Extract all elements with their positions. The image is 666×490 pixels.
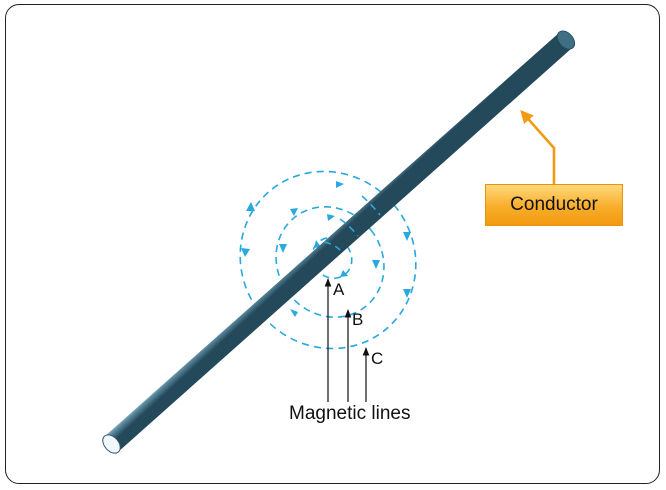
- field-circle-inner-front: [323, 241, 341, 251]
- field-arrow: [246, 202, 255, 211]
- field-circle-middle-front: [339, 218, 359, 237]
- field-arrow: [279, 244, 287, 253]
- field-arrow: [403, 232, 411, 241]
- conductor-callout: Conductor: [485, 184, 623, 226]
- label-a: A: [333, 280, 345, 299]
- leader-lines: [324, 278, 370, 402]
- field-arrow: [327, 214, 335, 221]
- field-lines-front: [323, 195, 381, 251]
- conductor-body: [105, 32, 572, 452]
- field-arrow: [336, 181, 344, 188]
- field-arrow: [241, 248, 250, 257]
- conductor-far-end: [556, 30, 576, 50]
- magnetic-lines-label: Magnetic lines: [289, 403, 411, 424]
- field-arrow: [340, 270, 348, 277]
- field-arrow: [290, 208, 298, 216]
- field-arrow: [403, 289, 411, 298]
- conductor-near-end: [102, 434, 121, 454]
- field-arrow: [372, 260, 380, 269]
- conductor-pointer: [520, 110, 556, 184]
- field-circle-outer-front: [361, 195, 381, 216]
- field-arrow: [290, 309, 298, 317]
- label-c: C: [371, 349, 384, 368]
- field-arrows: [241, 181, 411, 317]
- conductor-rod: [102, 30, 576, 454]
- label-b: B: [352, 310, 364, 329]
